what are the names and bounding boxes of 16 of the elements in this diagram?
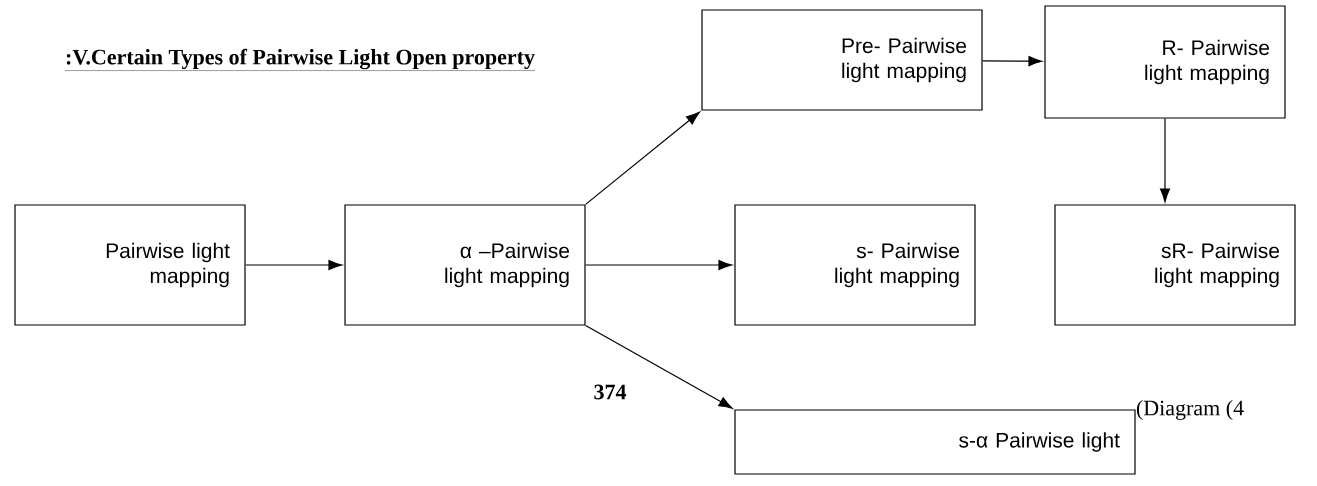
process-box: Pre- Pairwise light mapping (701, 9, 983, 111)
arrow (585, 111, 700, 205)
process-box: s- Pairwise light mapping (734, 204, 976, 326)
label-text: 374 (594, 384, 627, 400)
label-text: (Diagram (4 (1136, 400, 1244, 420)
process-box: s-α Pairwise light (734, 409, 1136, 475)
process-box: Pairwise light mapping (14, 204, 246, 326)
process-box: sR- Pairwise light mapping (1054, 204, 1296, 326)
arrow (585, 259, 733, 271)
arrow (585, 325, 733, 409)
arrow (245, 259, 343, 271)
arrow (982, 56, 1043, 67)
label-text: :V.Certain Types of Pairwise Light Open property (64, 48, 536, 71)
process-box: R- Pairwise light mapping (1044, 5, 1286, 119)
process-box: α –Pairwise light mapping (344, 204, 586, 326)
arrow (1159, 118, 1171, 203)
